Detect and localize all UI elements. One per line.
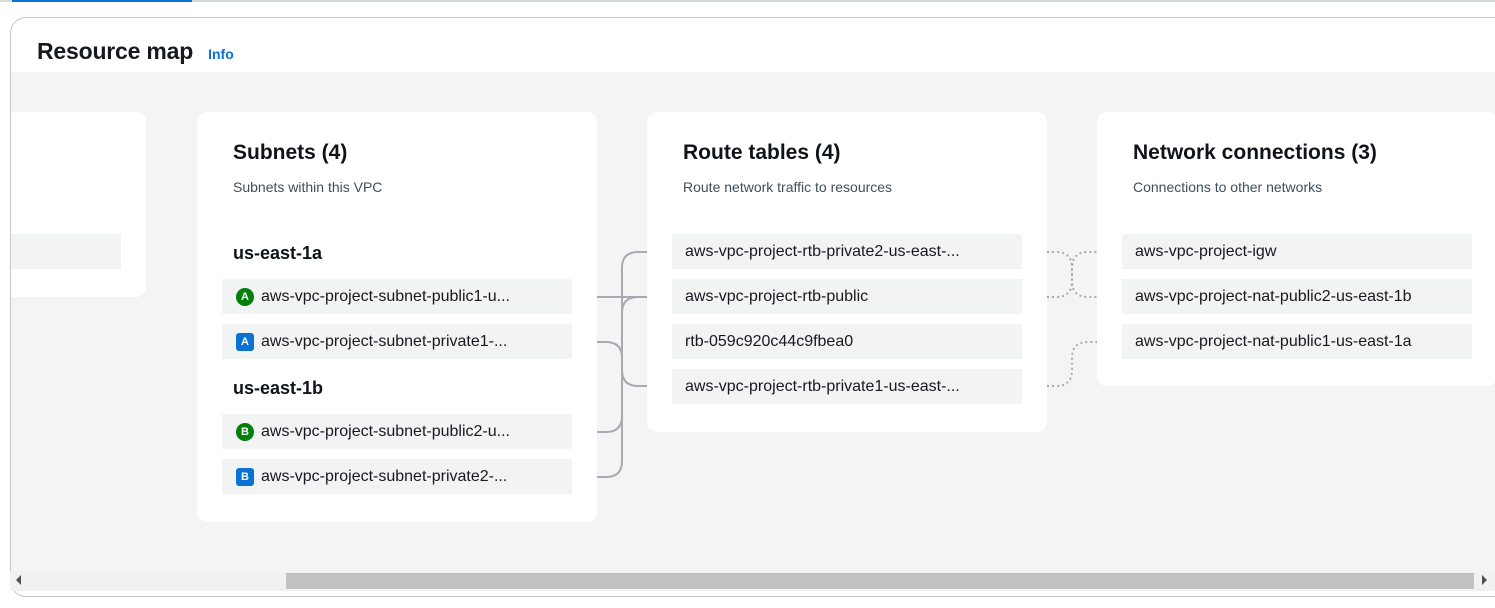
vpc-node[interactable] — [11, 234, 121, 269]
scroll-thumb[interactable] — [286, 573, 1474, 589]
subnet-label: aws-vpc-project-subnet-private1-... — [261, 332, 508, 350]
route-table-main[interactable]: rtb-059c920c44c9fbea0 — [672, 324, 1022, 359]
connection-nat-public1[interactable]: aws-vpc-project-nat-public1-us-east-1a — [1122, 324, 1472, 359]
subnet-label: aws-vpc-project-subnet-public2-u... — [261, 422, 510, 440]
route-table-label: rtb-059c920c44c9fbea0 — [685, 332, 854, 350]
subnet-label: aws-vpc-project-subnet-public1-u... — [261, 287, 510, 305]
subnet-label: aws-vpc-project-subnet-private2-... — [261, 467, 508, 485]
zone-label-us-east-1b: us-east-1b — [233, 378, 324, 398]
active-tab-indicator — [12, 0, 192, 2]
scroll-right-arrow-icon[interactable] — [1482, 575, 1487, 585]
network-connections-title: Network connections (3) — [1133, 141, 1377, 164]
tab-underline — [0, 0, 1495, 2]
route-table-public[interactable]: aws-vpc-project-rtb-public — [672, 279, 1022, 314]
scroll-left-arrow-icon[interactable] — [16, 575, 21, 585]
subnets-subtitle: Subnets within this VPC — [233, 179, 383, 195]
vpc-card — [11, 112, 146, 297]
connection-label: aws-vpc-project-nat-public2-us-east-1b — [1135, 287, 1412, 305]
page-title: Resource map — [37, 38, 194, 64]
info-link[interactable]: Info — [208, 46, 234, 62]
private-subnet-badge-icon: B — [236, 467, 254, 486]
route-table-private2[interactable]: aws-vpc-project-rtb-private2-us-east-... — [672, 234, 1022, 269]
subnet-public1[interactable]: A aws-vpc-project-subnet-public1-u... — [222, 279, 572, 314]
connection-nat-public2[interactable]: aws-vpc-project-nat-public2-us-east-1b — [1122, 279, 1472, 314]
subnet-public2[interactable]: B aws-vpc-project-subnet-public2-u... — [222, 414, 572, 449]
route-table-label: aws-vpc-project-rtb-private1-us-east-... — [685, 377, 960, 395]
private-subnet-badge-icon: A — [236, 332, 254, 351]
network-connections-subtitle: Connections to other networks — [1133, 179, 1323, 195]
route-table-private1[interactable]: aws-vpc-project-rtb-private1-us-east-... — [672, 369, 1022, 404]
connection-igw[interactable]: aws-vpc-project-igw — [1122, 234, 1472, 269]
route-table-label: aws-vpc-project-rtb-private2-us-east-... — [685, 242, 960, 260]
route-tables-title: Route tables (4) — [683, 141, 841, 164]
horizontal-scrollbar[interactable] — [10, 571, 1495, 591]
subnets-card: Subnets (4) Subnets within this VPC us-e… — [197, 112, 597, 522]
public-subnet-badge-icon: A — [236, 287, 254, 306]
panel-header: Resource map Info — [37, 38, 234, 65]
zone-label-us-east-1a: us-east-1a — [233, 243, 323, 263]
network-connections-card: Network connections (3) Connections to o… — [1097, 112, 1495, 386]
route-tables-subtitle: Route network traffic to resources — [683, 179, 893, 195]
connection-label: aws-vpc-project-igw — [1135, 242, 1277, 260]
route-table-label: aws-vpc-project-rtb-public — [685, 287, 869, 305]
map-canvas[interactable]: Subnets (4) Subnets within this VPC us-e… — [11, 72, 1495, 573]
route-tables-card: Route tables (4) Route network traffic t… — [647, 112, 1047, 432]
connection-label: aws-vpc-project-nat-public1-us-east-1a — [1135, 332, 1412, 350]
public-subnet-badge-icon: B — [236, 422, 254, 441]
subnets-title: Subnets (4) — [233, 141, 348, 164]
subnet-private1[interactable]: A aws-vpc-project-subnet-private1-... — [222, 324, 572, 359]
subnet-private2[interactable]: B aws-vpc-project-subnet-private2-... — [222, 459, 572, 494]
resource-map-panel: Resource map Info Subnets (4) Subnets wi… — [10, 17, 1495, 597]
